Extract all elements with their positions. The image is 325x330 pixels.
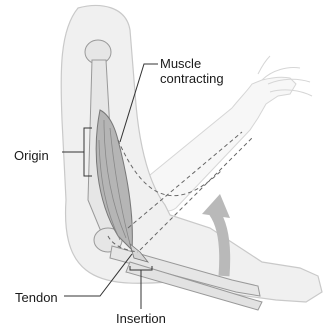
muscle-contracting-label: Muscle contracting (160, 56, 224, 86)
tendon-label: Tendon (15, 290, 58, 305)
muscle-label-line1: Muscle (160, 56, 224, 71)
origin-label: Origin (14, 148, 49, 163)
muscle-label-line2: contracting (160, 71, 224, 86)
insertion-label: Insertion (116, 311, 166, 326)
